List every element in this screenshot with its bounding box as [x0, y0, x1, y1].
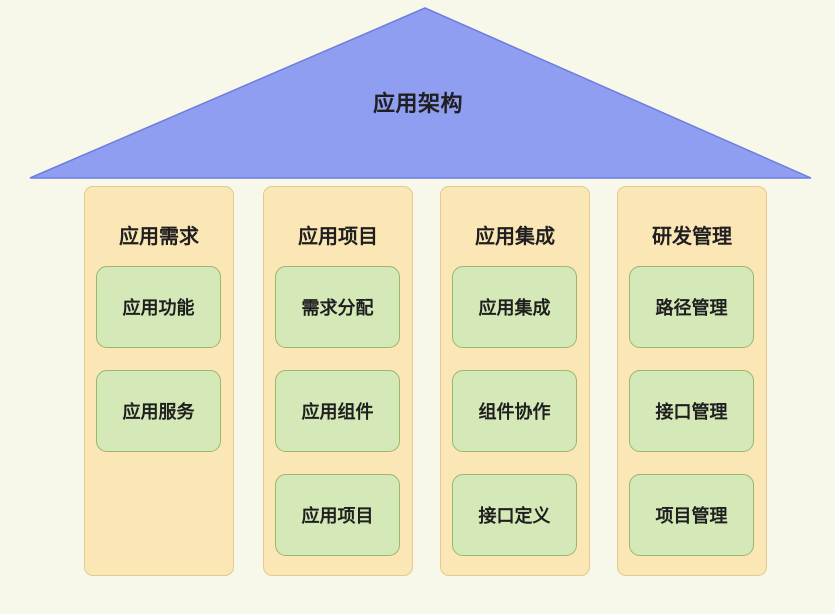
pillar-application-integration: 应用集成 应用集成 组件协作 接口定义 [440, 186, 590, 576]
module-project-management: 项目管理 [629, 474, 754, 556]
roof-shape [29, 7, 812, 179]
pillar-title-application-integration: 应用集成 [475, 224, 555, 248]
roof-triangle [29, 7, 812, 179]
module-path-management: 路径管理 [629, 266, 754, 348]
module-requirement-allocation: 需求分配 [275, 266, 400, 348]
module-application-functions: 应用功能 [96, 266, 221, 348]
pillar-application-requirements: 应用需求 应用功能 应用服务 [84, 186, 234, 576]
module-application-project: 应用项目 [275, 474, 400, 556]
module-application-services: 应用服务 [96, 370, 221, 452]
pillar-title-development-management: 研发管理 [652, 224, 732, 248]
roof-title: 应用架构 [372, 92, 463, 117]
pillar-application-projects: 应用项目 需求分配 应用组件 应用项目 [263, 186, 413, 576]
module-interface-definition: 接口定义 [452, 474, 577, 556]
module-application-integration: 应用集成 [452, 266, 577, 348]
roof-section: 应用架构 [0, 0, 835, 190]
module-application-components: 应用组件 [275, 370, 400, 452]
module-component-collaboration: 组件协作 [452, 370, 577, 452]
pillar-title-application-requirements: 应用需求 [119, 224, 199, 248]
pillar-title-application-projects: 应用项目 [298, 224, 378, 248]
module-interface-management: 接口管理 [629, 370, 754, 452]
pillar-development-management: 研发管理 路径管理 接口管理 项目管理 [617, 186, 767, 576]
